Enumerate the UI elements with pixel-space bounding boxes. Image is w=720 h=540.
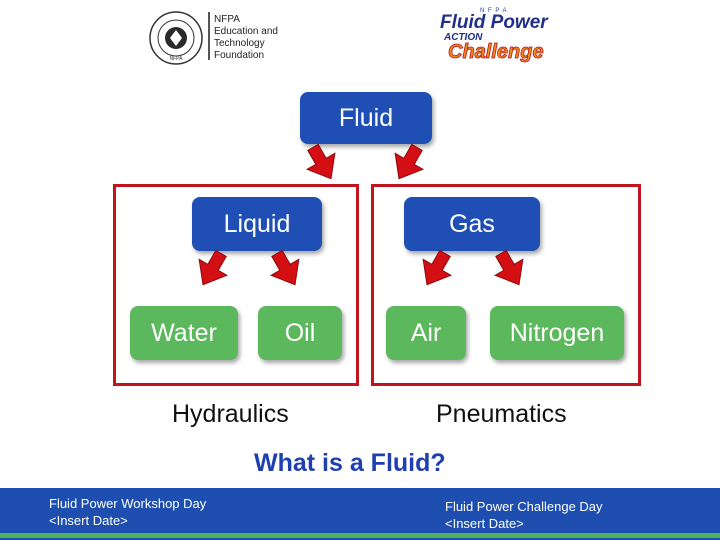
svg-text:NFPA: NFPA: [170, 56, 184, 62]
oil-label: Oil: [284, 318, 316, 347]
arrow-fluid-to-gas: [384, 138, 432, 188]
pneumatics-group-frame: [371, 184, 641, 386]
gas-label: Gas: [449, 209, 495, 238]
water-label: Water: [151, 318, 217, 347]
logo-challenge-text: Challenge: [448, 41, 544, 63]
oil-box: Oil: [258, 306, 342, 360]
question-heading: What is a Fluid?: [254, 449, 446, 477]
liquid-label: Liquid: [223, 209, 291, 238]
liquid-box: Liquid: [192, 197, 322, 251]
air-label: Air: [410, 318, 442, 347]
gas-box: Gas: [404, 197, 540, 251]
fluid-label: Fluid: [338, 103, 394, 132]
fluid-box: Fluid: [300, 92, 432, 144]
logo-divider: [208, 12, 210, 60]
logo-action-text: ACTION: [443, 32, 483, 43]
air-box: Air: [386, 306, 466, 360]
nfpa-foundation-text: NFPA Education and Technology Foundation: [214, 14, 278, 61]
nitrogen-box: Nitrogen: [490, 306, 624, 360]
hydraulics-group-frame: [113, 184, 359, 386]
hydraulics-caption: Hydraulics: [172, 400, 289, 428]
logo-top-text: N F P A: [480, 8, 508, 14]
footer-challenge-day: Fluid Power Challenge Day <Insert Date>: [445, 499, 603, 531]
fluid-power-challenge-logo: N F P A Fluid Power ACTION Challenge: [440, 8, 549, 63]
arrow-fluid-to-liquid: [298, 138, 346, 188]
nitrogen-label: Nitrogen: [509, 318, 605, 347]
footer-accent-strip: [0, 533, 720, 538]
nfpa-seal-logo: NFPA: [149, 11, 203, 65]
footer-workshop-day: Fluid Power Workshop Day <Insert Date>: [49, 496, 207, 528]
pneumatics-caption: Pneumatics: [436, 400, 567, 428]
logo-fluid-power-text: Fluid Power: [440, 12, 549, 33]
water-box: Water: [130, 306, 238, 360]
footer-bar: [0, 488, 720, 540]
